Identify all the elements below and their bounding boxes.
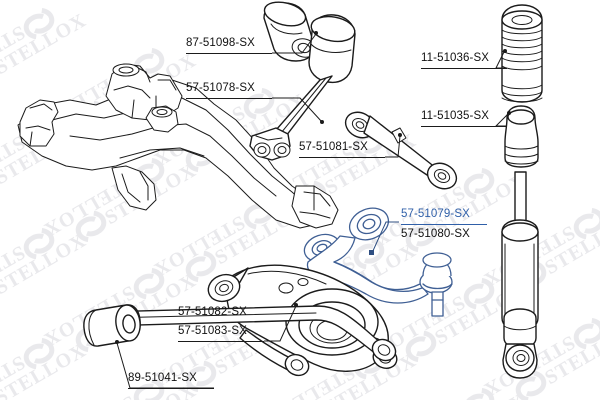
part-label-57-51078[interactable]: 57-51078-SX (186, 82, 255, 94)
part-label-rule-57-51079 (401, 224, 487, 225)
part-label-57-51079-highlighted[interactable]: 57-51079-SX (401, 208, 470, 220)
stabilizer-bar-bushing-89-51041 (83, 304, 141, 347)
trailing-arm-57-51078 (249, 1, 356, 161)
shock-absorber (501, 171, 539, 379)
part-label-rule-57-51078 (186, 98, 272, 99)
rear-subframe-crossmember (17, 63, 339, 229)
shock-dust-cover-11-51036 (501, 4, 543, 103)
part-label-11-51036[interactable]: 11-51036-SX (421, 52, 490, 64)
part-label-rule-87-51098 (186, 53, 272, 54)
part-label-57-51080[interactable]: 57-51080-SX (401, 228, 470, 240)
part-label-rule-57-51081 (299, 157, 385, 158)
part-label-57-51081[interactable]: 57-51081-SX (299, 141, 368, 153)
upper-arm-bushing-87-51098 (263, 1, 317, 62)
part-label-11-51035[interactable]: 11-51035-SX (421, 110, 490, 122)
upper-control-arm-57-51079 (303, 207, 453, 317)
part-label-rule-89-51041 (128, 388, 214, 389)
part-label-89-51041[interactable]: 89-51041-SX (128, 372, 197, 384)
part-label-57-51083[interactable]: 57-51083-SX (178, 325, 247, 337)
part-label-rule-57-51083 (178, 341, 264, 342)
part-label-rule-11-51036 (421, 68, 507, 69)
bump-stop-11-51035 (504, 105, 539, 168)
part-label-rule-11-51035 (421, 126, 507, 127)
part-label-57-51082[interactable]: 57-51082-SX (178, 306, 247, 318)
part-label-87-51098[interactable]: 87-51098-SX (186, 37, 255, 49)
lateral-rod-57-51081 (344, 111, 458, 190)
